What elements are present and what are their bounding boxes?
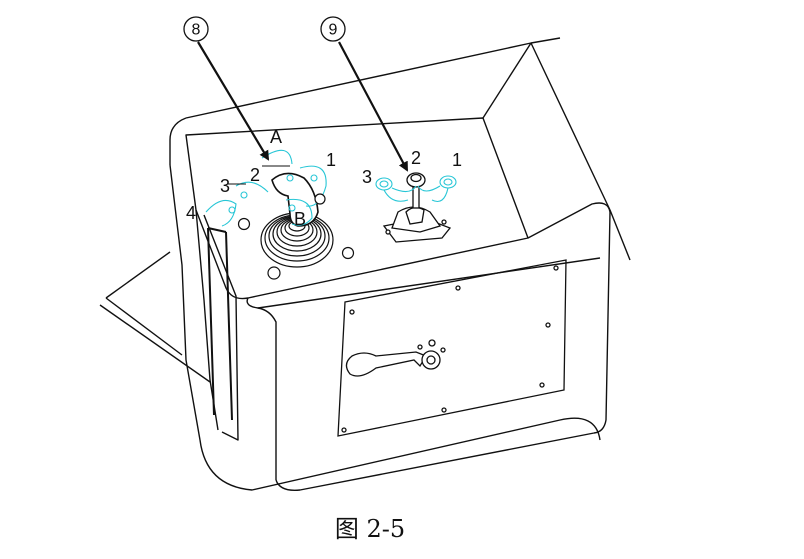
callout-9-arrow (338, 41, 408, 172)
left-joystick-position-marks (205, 149, 327, 227)
console-buttons (237, 193, 355, 280)
right-joystick (382, 172, 452, 243)
label-B: B (294, 209, 306, 229)
label-1-right: 1 (452, 150, 462, 170)
right-joystick-position-marks (375, 175, 457, 203)
callout-8-number: 8 (192, 22, 201, 39)
callout-9-circle (320, 16, 346, 42)
hand-lever (345, 339, 446, 377)
button-left-lower (267, 266, 281, 280)
left-joystick-label-lines (228, 165, 290, 185)
callout-8-circle (183, 16, 209, 42)
callout-8: 8 (183, 16, 270, 161)
callout-8-arrow (197, 41, 270, 161)
label-2-right: 2 (411, 148, 421, 168)
button-left-upper-2 (314, 193, 326, 205)
label-4-left: 4 (186, 203, 196, 223)
front-access-panel (337, 259, 567, 437)
callout-9: 9 (320, 16, 408, 172)
console-body (99, 37, 631, 491)
label-3-right: 3 (362, 167, 372, 187)
callout-9-number: 9 (329, 22, 338, 39)
button-right-lower (341, 246, 355, 260)
label-2-left: 2 (250, 165, 260, 185)
label-1-left: 1 (326, 150, 336, 170)
label-A: A (270, 127, 282, 147)
side-panel (207, 227, 233, 421)
left-joystick (205, 149, 334, 268)
label-3-left: 3 (220, 176, 230, 196)
button-left-upper (237, 217, 251, 231)
right-joystick-labels: 3 2 1 (362, 148, 462, 187)
figure-caption: 图 2-5 (335, 515, 405, 543)
left-joystick-labels: A 2 1 3 4 B (186, 127, 336, 229)
